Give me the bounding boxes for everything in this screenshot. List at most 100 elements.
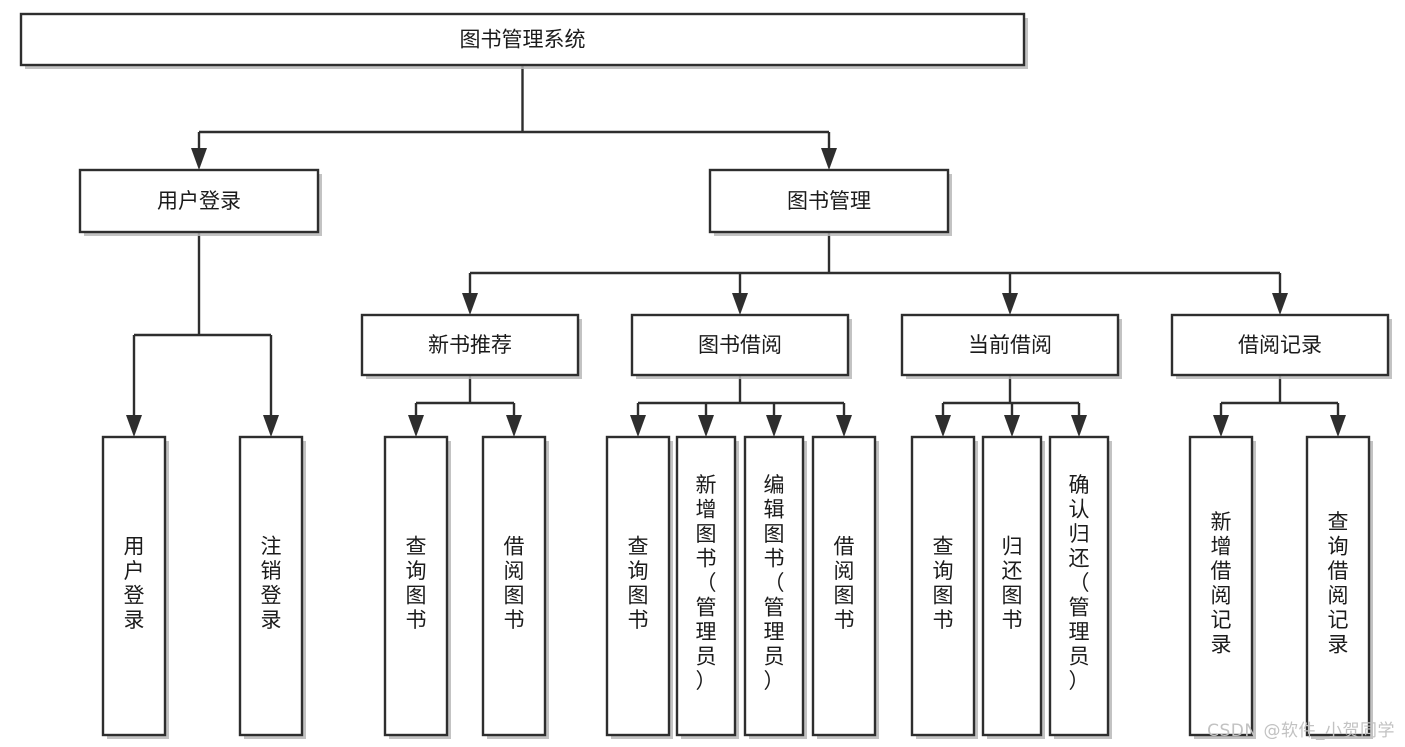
node-label-char: 录 bbox=[1328, 632, 1349, 656]
arrow-head-icon bbox=[1002, 293, 1018, 315]
node-label-char: 图 bbox=[933, 583, 954, 607]
node-label-char: 查 bbox=[406, 534, 427, 558]
node-label-char: 阅 bbox=[834, 559, 855, 583]
node-label-char: 注 bbox=[261, 534, 282, 558]
node-box[interactable] bbox=[708, 168, 950, 234]
node-box[interactable] bbox=[1170, 313, 1390, 377]
conn-bm-to-level3 bbox=[462, 232, 1288, 315]
arrow-head-icon bbox=[126, 415, 142, 437]
node-book-manage[interactable]: 图书管理 bbox=[708, 168, 952, 236]
node-box[interactable] bbox=[1188, 435, 1254, 737]
node-label-char: 管 bbox=[696, 596, 717, 620]
arrow-head-icon bbox=[263, 415, 279, 437]
node-label-char: 书 bbox=[628, 608, 649, 632]
arrow-head-icon bbox=[836, 415, 852, 437]
node-label-char: 图 bbox=[628, 583, 649, 607]
node-label-char: 图 bbox=[696, 522, 717, 546]
node-label-char: ） bbox=[696, 669, 717, 693]
node-box[interactable] bbox=[360, 313, 580, 377]
node-label-char: 记 bbox=[1211, 608, 1232, 632]
node-label-char: 询 bbox=[406, 559, 427, 583]
arrow-head-icon bbox=[1071, 415, 1087, 437]
node-box[interactable] bbox=[19, 12, 1026, 67]
conn-ul-to-leaves bbox=[126, 232, 279, 437]
node-box[interactable] bbox=[78, 168, 320, 234]
node-label-char: 还 bbox=[1002, 559, 1023, 583]
node-box[interactable] bbox=[910, 435, 976, 737]
node-box[interactable] bbox=[630, 313, 850, 377]
node-label-char: 询 bbox=[628, 559, 649, 583]
conn-cb-to-leaves bbox=[935, 375, 1087, 437]
node-new-book-rec[interactable]: 新书推荐 bbox=[360, 313, 582, 379]
node-box[interactable] bbox=[383, 435, 449, 737]
node-box[interactable] bbox=[1048, 435, 1110, 737]
node-label-char: 书 bbox=[696, 547, 717, 571]
node-label-char: 归 bbox=[1002, 534, 1023, 558]
node-label-char: 记 bbox=[1328, 608, 1349, 632]
node-label-char: ） bbox=[1069, 669, 1090, 693]
node-label-char: 增 bbox=[696, 498, 717, 522]
node-label-char: 员 bbox=[696, 645, 717, 669]
node-label-char: 编 bbox=[764, 473, 785, 497]
node-label-char: 管 bbox=[764, 596, 785, 620]
node-label-char: 用 bbox=[124, 534, 145, 558]
node-label-char: 归 bbox=[1069, 522, 1090, 546]
node-current-borrow[interactable]: 当前借阅 bbox=[900, 313, 1122, 379]
arrow-head-icon bbox=[821, 148, 837, 170]
node-book-borrow[interactable]: 图书借阅 bbox=[630, 313, 852, 379]
arrow-head-icon bbox=[698, 415, 714, 437]
node-box[interactable] bbox=[981, 435, 1043, 737]
node-box[interactable] bbox=[481, 435, 547, 737]
node-label-char: 图 bbox=[834, 583, 855, 607]
node-user-login[interactable]: 用户登录 bbox=[78, 168, 322, 236]
connector-layer bbox=[126, 65, 1346, 437]
node-root[interactable]: 图书管理系统 bbox=[19, 12, 1028, 69]
node-label-char: 书 bbox=[834, 608, 855, 632]
node-box[interactable] bbox=[811, 435, 877, 737]
arrow-head-icon bbox=[1272, 293, 1288, 315]
node-label-char: 员 bbox=[1069, 645, 1090, 669]
node-label-char: 书 bbox=[764, 547, 785, 571]
node-box[interactable] bbox=[900, 313, 1120, 377]
node-label-char: 书 bbox=[406, 608, 427, 632]
node-box[interactable] bbox=[743, 435, 805, 737]
node-box[interactable] bbox=[1305, 435, 1371, 737]
arrow-head-icon bbox=[1004, 415, 1020, 437]
arrow-head-icon bbox=[935, 415, 951, 437]
node-label-char: 理 bbox=[764, 620, 785, 644]
arrow-head-icon bbox=[766, 415, 782, 437]
node-label-char: 理 bbox=[1069, 620, 1090, 644]
node-label: 新书推荐 bbox=[428, 333, 512, 357]
node-box[interactable] bbox=[238, 435, 304, 737]
node-label-char: 书 bbox=[504, 608, 525, 632]
node-label-char: 还 bbox=[1069, 547, 1090, 571]
conn-bb-to-leaves bbox=[630, 375, 852, 437]
node-label-char: 图 bbox=[504, 583, 525, 607]
node-label-char: 图 bbox=[406, 583, 427, 607]
node-label: 图书管理系统 bbox=[460, 28, 586, 52]
node-label: 图书借阅 bbox=[698, 333, 782, 357]
node-borrow-record[interactable]: 借阅记录 bbox=[1170, 313, 1392, 379]
node-label-char: （ bbox=[764, 571, 785, 595]
arrow-head-icon bbox=[732, 293, 748, 315]
node-box[interactable] bbox=[605, 435, 671, 737]
node-label-char: 借 bbox=[1328, 559, 1349, 583]
node-box[interactable] bbox=[675, 435, 737, 737]
arrow-head-icon bbox=[462, 293, 478, 315]
node-leaf-user-login[interactable]: 用户登录 bbox=[101, 435, 169, 739]
arrow-head-icon bbox=[408, 415, 424, 437]
node-box[interactable] bbox=[101, 435, 167, 737]
